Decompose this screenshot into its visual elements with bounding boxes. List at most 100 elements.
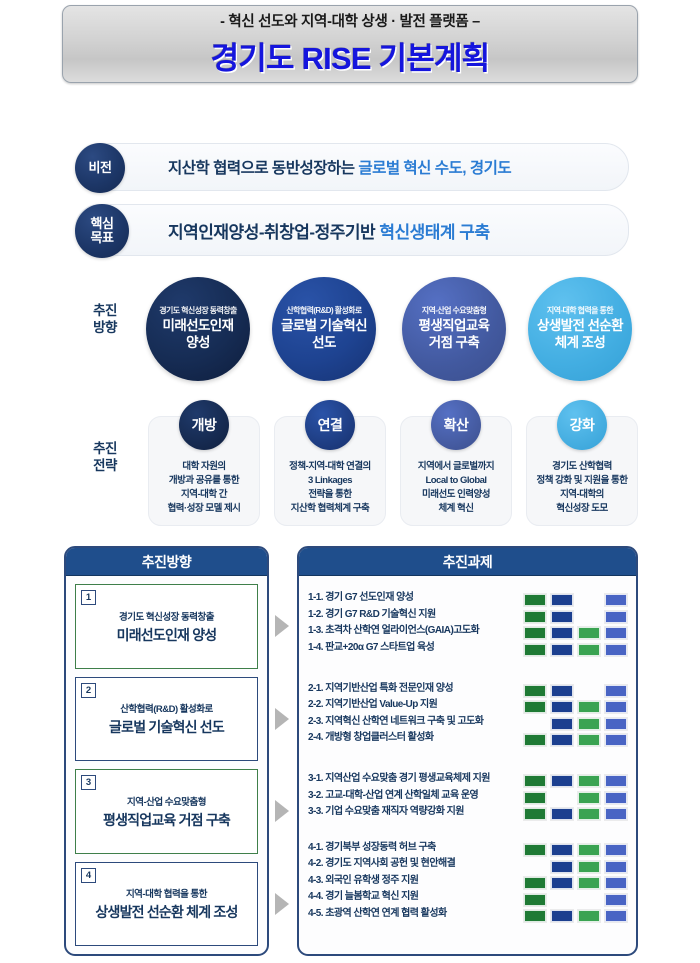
task-item[interactable]: 1-2. 경기 G7 R&D 기술혁신 지원 xyxy=(308,608,436,620)
vision-badge: 비전 xyxy=(75,143,125,193)
task-grid-row xyxy=(524,790,627,807)
task-grid-cell xyxy=(524,808,546,821)
task-grid-row xyxy=(524,592,627,609)
vision-text-highlight: 글로벌 혁신 수도, 경기도 xyxy=(358,160,512,177)
task-grid-cell xyxy=(551,775,573,788)
task-grid-cell xyxy=(578,808,600,821)
core-goal-text-highlight: 혁신생태계 구축 xyxy=(379,222,490,242)
task-grid-cell xyxy=(524,734,546,747)
task-grid-row xyxy=(524,699,627,716)
direction-box-1-title: 미래선도인재 양성 xyxy=(116,626,218,643)
title-subtitle: - 혁신 선도와 지역-대학 상생 · 발전 플랫폼 – xyxy=(220,14,480,30)
task-grid-cell xyxy=(551,844,573,857)
task-grid-cell xyxy=(524,910,546,923)
task-panel-header: 추진과제 xyxy=(299,548,636,576)
task-grid-cell xyxy=(605,594,627,607)
core-goal-row: 핵심 목표 지역인재양성-취창업-정주기반 혁신생태계 구축 xyxy=(75,204,629,258)
task-grid-cell xyxy=(524,844,546,857)
task-grid-cell xyxy=(578,734,600,747)
flow-arrow-right-icon xyxy=(275,892,289,915)
task-grid-cell xyxy=(605,775,627,788)
direction-box-3-title: 평생직업교육 거점 구축 xyxy=(103,811,231,828)
task-grid-cell xyxy=(524,877,546,890)
page-title: 경기도 RISE 기본계획 xyxy=(210,41,491,76)
task-grid-cell xyxy=(578,627,600,640)
direction-circle-1-top: 경기도 혁신성장 동력창출 xyxy=(159,305,237,315)
task-grid-cell xyxy=(551,860,573,873)
task-group-3-tasks: 3-1. 지역산업 수요맞춤 경기 평생교육체제 지원 3-2. 고교-대학-산업… xyxy=(308,769,524,821)
task-item[interactable]: 1-3. 초격차 산학연 얼라이언스(GAIA)고도화 xyxy=(308,625,480,636)
task-group-4-grid xyxy=(524,838,627,925)
task-item[interactable]: 2-4. 개방형 창업클러스터 활성화 xyxy=(308,732,434,743)
task-grid-cell xyxy=(524,610,546,623)
task-group-1: 1-1. 경기 G7 선도인재 양성 1-2. 경기 G7 R&D 기술혁신 지원… xyxy=(308,584,627,675)
direction-circle-2-top: 산학협력(R&D) 활성화로 xyxy=(286,305,362,315)
direction-box-4-title: 상생발전 선순환 체계 조성 xyxy=(95,904,238,921)
task-item[interactable]: 2-1. 지역기반산업 특화 전문인재 양성 xyxy=(308,682,454,694)
vision-row: 비전 지산학 협력으로 동반성장하는 글로벌 혁신 수도, 경기도 xyxy=(75,143,629,193)
task-grid-cell xyxy=(605,643,627,656)
task-group-4-tasks: 4-1. 경기북부 성장동력 허브 구축 4-2. 경기도 지역사회 공헌 및 현… xyxy=(308,838,524,923)
task-grid-row xyxy=(524,625,627,642)
strategy-pill-1: 개방 xyxy=(179,400,229,450)
task-item[interactable]: 1-1. 경기 G7 선도인재 양성 xyxy=(308,592,414,603)
task-grid-cell xyxy=(578,860,600,873)
task-grid-cell xyxy=(524,718,546,730)
task-grid-cell xyxy=(551,717,573,730)
task-grid-cell xyxy=(524,791,546,804)
direction-box-4-number: 4 xyxy=(81,867,96,883)
task-grid-cell xyxy=(578,775,600,788)
task-grid-cell xyxy=(605,877,627,890)
task-item[interactable]: 1-4. 판교+20α G7 스타트업 육성 xyxy=(308,641,435,653)
core-goal-badge-line1: 핵심 xyxy=(90,215,114,231)
task-item[interactable]: 4-4. 경기 늘봄학교 혁신 지원 xyxy=(308,891,419,903)
task-item[interactable]: 4-5. 초광역 산학연 연계 협력 활성화 xyxy=(308,907,447,919)
task-item[interactable]: 4-2. 경기도 지역사회 공헌 및 현안해결 xyxy=(308,858,456,870)
task-grid-cell xyxy=(524,627,546,640)
task-grid-cell xyxy=(578,844,600,857)
task-item[interactable]: 2-2. 지역기반산업 Value-Up 지원 xyxy=(308,699,438,710)
direction-box-1-number: 1 xyxy=(81,590,96,605)
task-grid-row xyxy=(524,875,627,892)
task-grid-cell xyxy=(551,701,573,714)
task-grid-cell xyxy=(578,701,600,714)
direction-box-2-title: 글로벌 기술혁신 선도 xyxy=(109,719,225,736)
task-item[interactable]: 4-3. 외국인 유학생 정주 지원 xyxy=(308,874,419,886)
direction-box-4-subtitle: 지역-대학 협력을 통한 xyxy=(125,889,208,901)
task-group-4: 4-1. 경기북부 성장동력 허브 구축 4-2. 경기도 지역사회 공헌 및 현… xyxy=(308,834,627,946)
task-grid-cell xyxy=(578,685,600,697)
task-item[interactable]: 4-1. 경기북부 성장동력 허브 구축 xyxy=(308,841,436,853)
task-group-3-grid xyxy=(524,769,627,823)
task-item[interactable]: 3-1. 지역산업 수요맞춤 경기 평생교육체제 지원 xyxy=(308,773,490,784)
direction-circle-3-top: 지역-산업 수요맞춤형 xyxy=(421,305,487,315)
direction-box-2-number: 2 xyxy=(81,682,96,698)
task-grid-cell xyxy=(605,684,627,697)
task-group-2-tasks: 2-1. 지역기반산업 특화 전문인재 양성 2-2. 지역기반산업 Value-… xyxy=(308,679,524,747)
task-item[interactable]: 3-2. 고교-대학-산업 연계 산학일체 교육 운영 xyxy=(308,789,479,801)
task-item[interactable]: 2-3. 지역혁신 산학연 네트워크 구축 및 고도화 xyxy=(308,715,484,727)
task-item[interactable]: 3-3. 기업 수요맞춤 재직자 역량강화 지원 xyxy=(308,806,464,817)
task-grid-cell xyxy=(524,893,546,906)
core-goal-badge: 핵심 목표 xyxy=(75,204,129,258)
flow-arrow-right-icon xyxy=(275,800,289,823)
task-grid-cell xyxy=(524,775,546,788)
task-grid-cell xyxy=(605,734,627,747)
strategy-pill-3: 확산 xyxy=(431,400,481,450)
